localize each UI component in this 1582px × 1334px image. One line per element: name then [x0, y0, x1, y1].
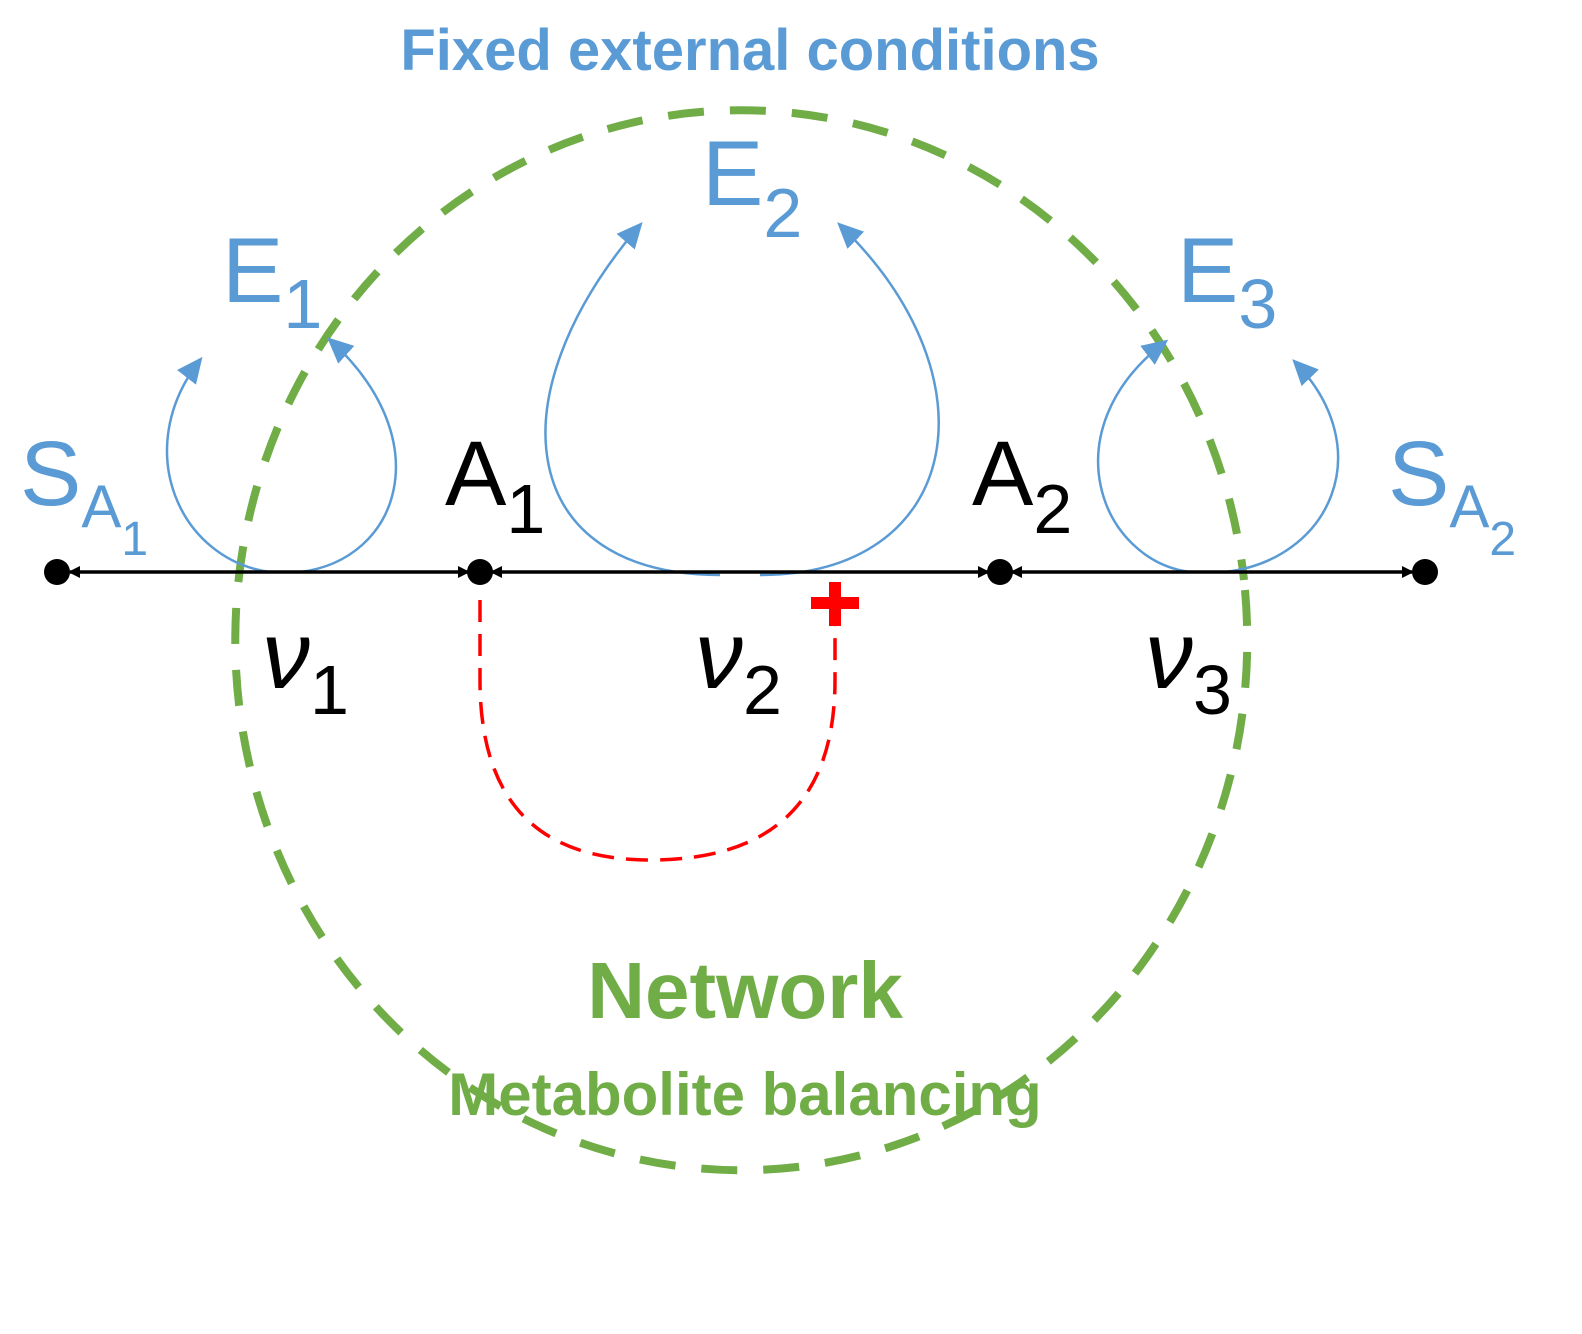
- reaction-label-v1: ν1: [262, 602, 349, 729]
- reaction-label-v3: ν3: [1145, 602, 1232, 729]
- node-dot-a1: [467, 559, 493, 585]
- network-boundary-circle: [231, 106, 1252, 1175]
- reaction-label-v2: ν2: [695, 602, 782, 729]
- enzyme-arc-e2-return: [759, 222, 940, 577]
- enzyme-arc-e3-return: [1224, 359, 1340, 574]
- regulation-loop: [478, 600, 837, 862]
- enzyme-arc-e1-return: [299, 337, 398, 574]
- node-label-a1: A1: [445, 423, 545, 548]
- node-dot-a2: [987, 559, 1013, 585]
- node-label-sa1: SA1: [20, 423, 148, 566]
- activation-plus-sign: [811, 582, 859, 626]
- enzyme-label-e3: E3: [1177, 220, 1277, 343]
- network-label: Network: [587, 946, 903, 1035]
- enzyme-arc-e1: [165, 356, 271, 574]
- node-label-sa2: SA2: [1388, 423, 1516, 566]
- enzyme-label-e1: E1: [222, 220, 322, 343]
- node-dot-sa1: [44, 559, 70, 585]
- node-dot-sa2: [1412, 559, 1438, 585]
- metabolite-balancing-label: Metabolite balancing: [448, 1061, 1041, 1128]
- enzyme-arc-e2: [544, 221, 721, 577]
- node-label-a2: A2: [972, 423, 1072, 548]
- title-fixed-external-conditions: Fixed external conditions: [400, 18, 1099, 83]
- enzyme-label-e2: E2: [702, 123, 802, 252]
- enzyme-arc-e3: [1096, 339, 1191, 574]
